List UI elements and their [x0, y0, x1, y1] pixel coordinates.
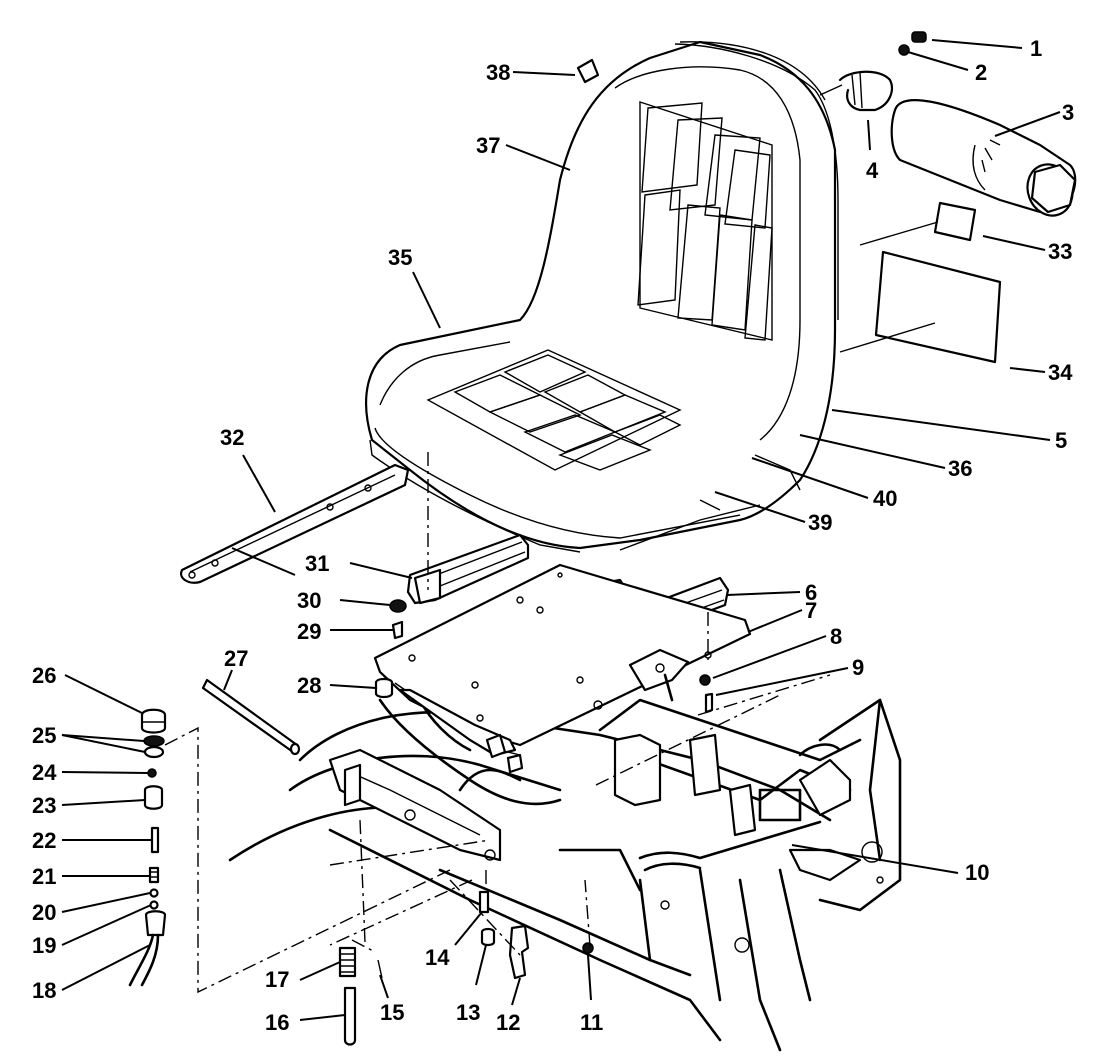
pin-22 — [150, 826, 160, 854]
callout-7: 7 — [805, 598, 817, 623]
switch-18 — [144, 910, 167, 937]
callout-8: 8 — [830, 624, 842, 649]
callout-9: 9 — [852, 655, 864, 680]
callout-37: 37 — [476, 133, 500, 158]
callout-31: 31 — [305, 551, 329, 576]
callout-27: 27 — [224, 646, 248, 671]
callout-16: 16 — [265, 1010, 289, 1035]
nut-8 — [699, 674, 711, 686]
callout-28: 28 — [297, 673, 321, 698]
callout-10: 10 — [965, 860, 989, 885]
callout-labels: 1 2 3 4 5 6 7 8 9 10 11 12 13 14 15 16 1… — [32, 36, 1074, 1035]
tractor-frame — [228, 698, 902, 1052]
callout-23: 23 — [32, 793, 56, 818]
cap-26 — [140, 708, 167, 734]
callout-20: 20 — [32, 900, 56, 925]
callout-11: 11 — [580, 1010, 603, 1035]
spring-14 — [478, 890, 490, 914]
bolt-29 — [391, 620, 404, 640]
seat-cushion — [365, 40, 839, 553]
pin-16 — [343, 986, 357, 1046]
spring-21 — [148, 866, 160, 884]
washer-25a — [143, 735, 165, 747]
pin-9 — [704, 692, 714, 714]
washer-24 — [147, 768, 157, 778]
screw-1 — [911, 31, 927, 43]
callout-40: 40 — [873, 486, 897, 511]
callout-25: 25 — [32, 723, 56, 748]
latch-12 — [508, 924, 530, 980]
nut-30 — [389, 599, 407, 613]
slide-rail-31 — [406, 533, 530, 605]
knob-28 — [374, 677, 394, 699]
callout-17: 17 — [265, 967, 289, 992]
backrest-tufts — [637, 101, 773, 341]
callout-12: 12 — [496, 1010, 520, 1035]
callout-15: 15 — [380, 1000, 404, 1025]
callout-21: 21 — [32, 864, 56, 889]
bolt-13 — [480, 927, 496, 947]
callout-29: 29 — [297, 619, 321, 644]
callout-26: 26 — [32, 663, 56, 688]
callout-38: 38 — [486, 60, 510, 85]
decal-33 — [933, 201, 977, 242]
ring-19 — [149, 900, 159, 910]
pin-15 — [377, 959, 383, 979]
callout-35: 35 — [388, 245, 412, 270]
callout-36: 36 — [948, 456, 972, 481]
left-hardware-stack — [128, 708, 167, 987]
callout-32: 32 — [220, 425, 244, 450]
callout-33: 33 — [1048, 239, 1072, 264]
callout-6: 6 — [805, 580, 817, 605]
washer-25b — [143, 745, 165, 759]
washer-2 — [898, 44, 910, 56]
ring-20 — [149, 888, 159, 898]
callout-34: 34 — [1048, 360, 1073, 385]
callout-30: 30 — [297, 588, 321, 613]
bolt-23 — [143, 785, 164, 810]
callout-19: 19 — [32, 933, 56, 958]
clip-38 — [576, 58, 600, 84]
callout-1: 1 — [1030, 36, 1042, 61]
callout-5: 5 — [1055, 428, 1067, 453]
slide-rail-32 — [180, 463, 410, 584]
nut-11 — [582, 942, 594, 954]
callout-2: 2 — [975, 60, 987, 85]
callout-24: 24 — [32, 760, 57, 785]
callout-4: 4 — [866, 158, 879, 183]
seat-tufts — [426, 349, 682, 471]
armrest-assembly — [890, 99, 1077, 217]
decal-34 — [874, 250, 1002, 364]
callout-14: 14 — [425, 945, 450, 970]
callout-18: 18 — [32, 978, 56, 1003]
rod-27 — [201, 678, 299, 754]
leader-lines — [61, 39, 1061, 1021]
callout-39: 39 — [808, 510, 832, 535]
assembly-centerlines — [164, 452, 831, 994]
callout-13: 13 — [456, 1000, 480, 1025]
clamp-4 — [838, 70, 893, 112]
callout-22: 22 — [32, 828, 56, 853]
callout-3: 3 — [1062, 100, 1074, 125]
